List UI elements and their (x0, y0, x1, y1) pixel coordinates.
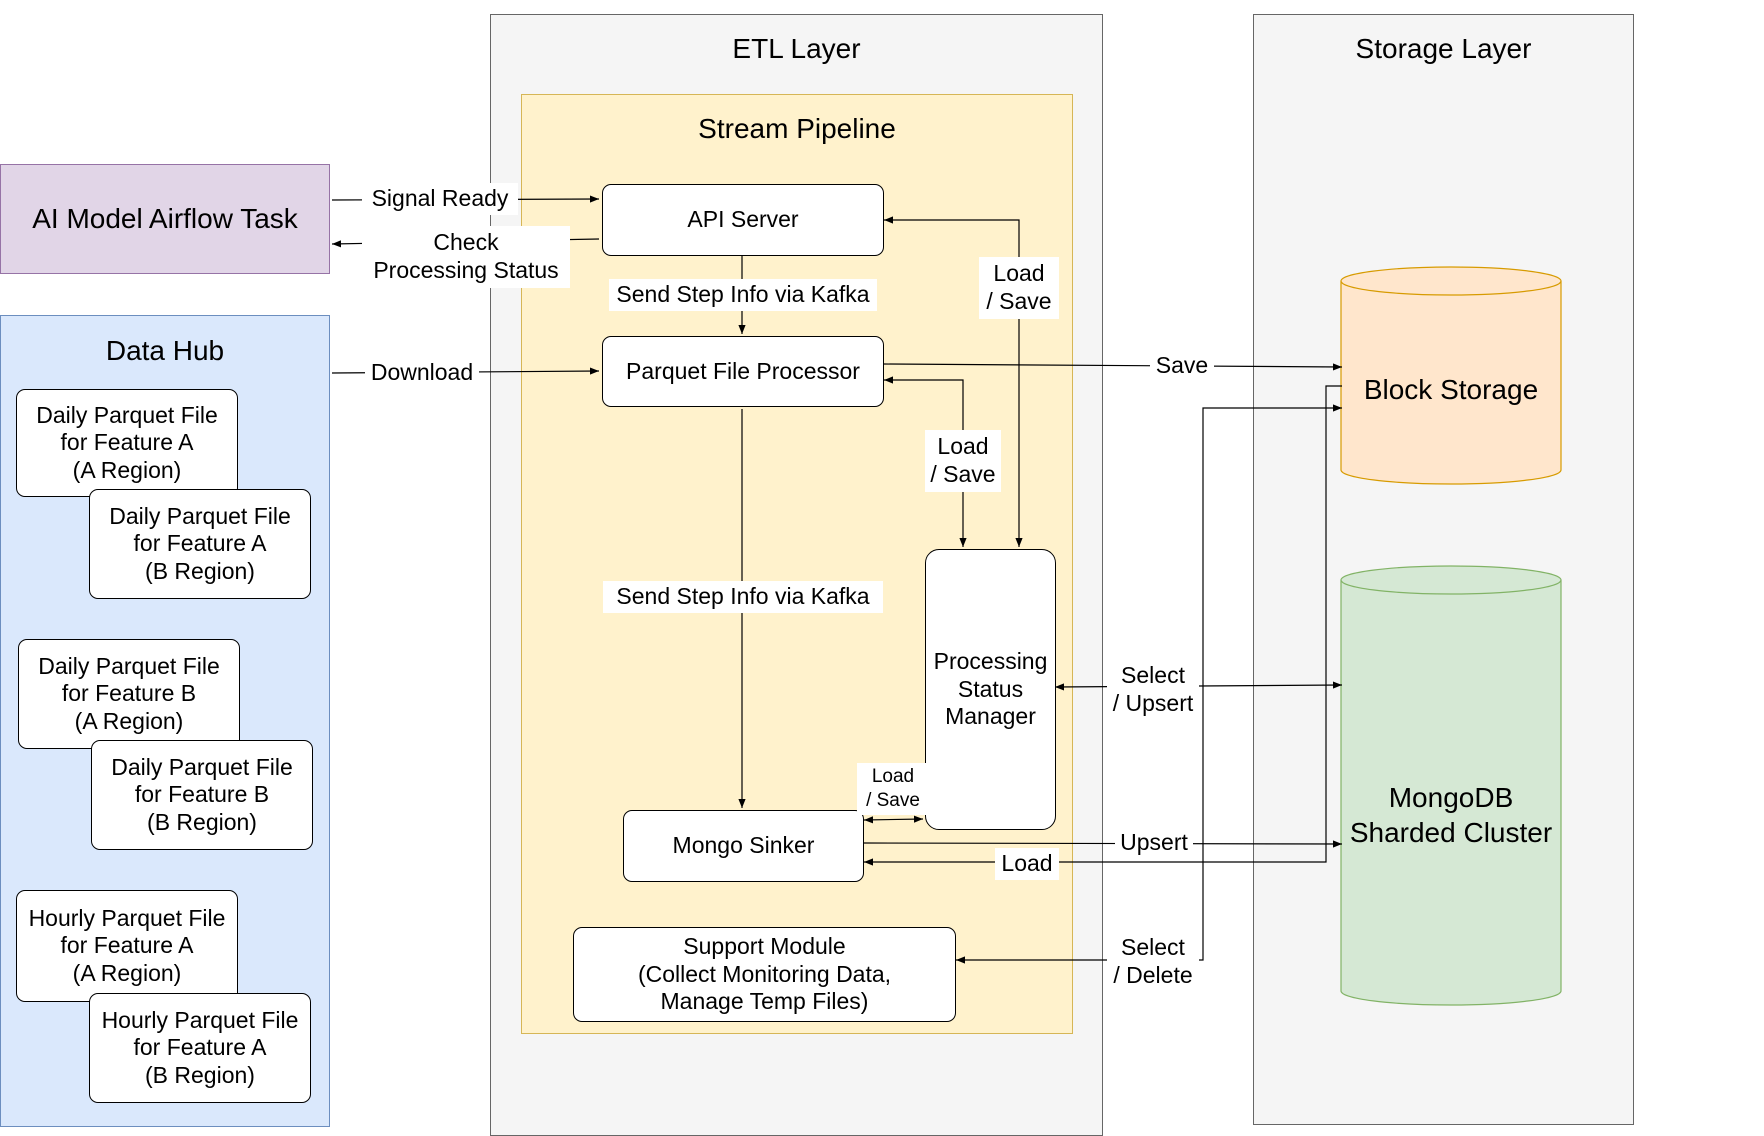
block-storage-top (1340, 266, 1562, 296)
file-node: Daily Parquet File for Feature B (B Regi… (91, 740, 313, 850)
mongodb-cylinder (1340, 565, 1562, 1006)
file-node: Hourly Parquet File for Feature A (B Reg… (89, 993, 311, 1103)
file-node: Daily Parquet File for Feature B (A Regi… (18, 639, 240, 749)
select-upsert-label: Select / Upsert (1107, 659, 1199, 721)
block-storage-body (1340, 281, 1562, 485)
sinker-status-load-save-arrow (863, 815, 924, 824)
select-delete-arrow (956, 404, 1342, 964)
mongodb-top (1340, 565, 1562, 595)
mongodb-label: MongoDB Sharded Cluster (1349, 782, 1553, 848)
file-node: Hourly Parquet File for Feature A (A Reg… (16, 890, 238, 1002)
upsert-label: Upsert (1115, 827, 1193, 859)
api-status-load-save-label: Load / Save (979, 257, 1059, 319)
mongo-sinker-node: Mongo Sinker (623, 810, 864, 882)
file-node: Daily Parquet File for Feature A (A Regi… (16, 389, 238, 497)
etl-layer-title: ETL Layer (732, 33, 861, 64)
save-arrow (883, 363, 1343, 371)
send-step-info-kafka-label-2: Send Step Info via Kafka (603, 581, 883, 613)
sinker-status-load-save-label: Load / Save (857, 763, 929, 815)
block-storage-label: Block Storage (1363, 374, 1539, 405)
signal-ready-label: Signal Ready (362, 183, 518, 215)
block-storage-cylinder (1340, 266, 1562, 485)
download-label: Download (365, 357, 479, 389)
send-step-info-kafka-label-1: Send Step Info via Kafka (609, 279, 877, 311)
upsert-arrow (863, 840, 1343, 848)
select-delete-label: Select / Delete (1107, 931, 1199, 993)
mongodb-body (1340, 580, 1562, 1006)
stream-pipeline-title: Stream Pipeline (698, 113, 896, 144)
ai-model-airflow-task-label: AI Model Airflow Task (32, 203, 298, 234)
storage-layer-title: Storage Layer (1355, 33, 1532, 64)
processor-status-load-save-label: Load / Save (925, 430, 1001, 492)
load-label: Load (995, 848, 1059, 880)
api-server-node: API Server (602, 184, 884, 256)
support-module-node: Support Module (Collect Monitoring Data,… (573, 927, 956, 1022)
data-hub-title: Data Hub (105, 335, 225, 366)
parquet-file-processor-node: Parquet File Processor (602, 336, 884, 407)
check-processing-status-label: Check Processing Status (362, 226, 570, 288)
save-label: Save (1150, 350, 1214, 382)
ai-model-airflow-task (0, 164, 330, 274)
file-node: Daily Parquet File for Feature A (B Regi… (89, 489, 311, 599)
processing-status-manager-node: Processing Status Manager (925, 549, 1056, 830)
